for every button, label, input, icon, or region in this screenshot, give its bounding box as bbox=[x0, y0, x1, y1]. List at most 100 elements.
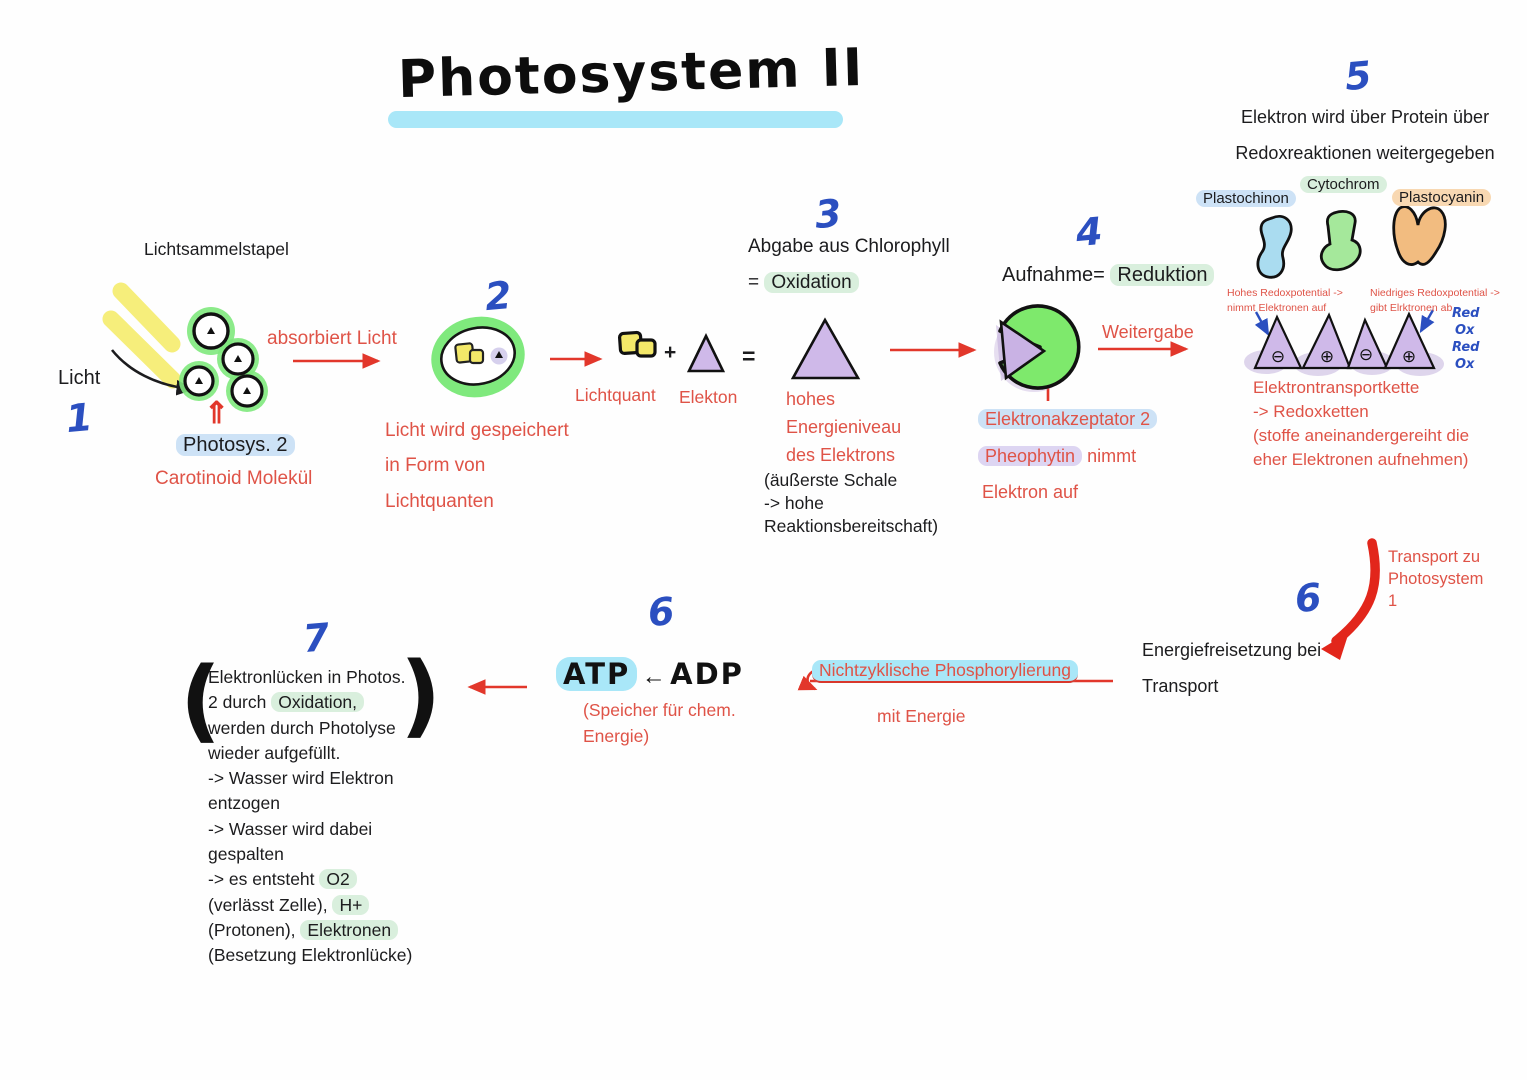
electron-triangle-icon bbox=[686, 333, 726, 373]
redox-label-2: Ox bbox=[1455, 323, 1475, 338]
kette-line1: Elektrontransportkette bbox=[1253, 378, 1420, 397]
elektronen-highlight: Elektronen bbox=[300, 919, 399, 940]
cytochrom-shape bbox=[1320, 210, 1362, 272]
stored-line3: Lichtquanten bbox=[385, 491, 494, 512]
aufnahme-label: Aufnahme= bbox=[1002, 264, 1105, 286]
step-number-3: 3 bbox=[813, 190, 844, 238]
photolyse-line: -> Wasser wird Elektron bbox=[208, 768, 394, 789]
page-title: Photosystem II bbox=[397, 37, 866, 111]
up-double-arrow-icon: ⇑ bbox=[204, 397, 230, 430]
o2-highlight: O2 bbox=[319, 869, 357, 890]
title-highlight bbox=[388, 111, 843, 128]
redox-annotation-arrows bbox=[1254, 309, 1435, 337]
light-quantum-icon bbox=[617, 330, 657, 358]
stored-line2: in Form von bbox=[385, 455, 486, 476]
redox-label-1: Red bbox=[1452, 306, 1480, 321]
plastochinon-shape bbox=[1256, 214, 1293, 279]
atp-adp-line: ATP ← ADP bbox=[556, 657, 744, 692]
aufnahme-line: Aufnahme= Reduktion bbox=[1002, 263, 1215, 287]
pheophytin-line: Pheophytin nimmt bbox=[978, 446, 1136, 468]
redox-symbol: ⊕ bbox=[1402, 347, 1416, 366]
redox-symbol: ⊖ bbox=[1271, 347, 1285, 366]
photosystem-ellipse bbox=[431, 316, 525, 398]
kette-line4: eher Elektronen aufnehmen) bbox=[1253, 450, 1469, 469]
photolyse-line: (Protonen), Elektronen bbox=[208, 919, 412, 945]
protein-line2: Redoxreaktionen weitergegeben bbox=[1235, 143, 1495, 163]
light-ray-icons bbox=[102, 282, 182, 389]
oxidation-highlight-2: Oxidation, bbox=[271, 692, 365, 713]
photolyse-line: gespalten bbox=[208, 844, 284, 865]
niedriges-redox-line2: gibt Elrktronen ab bbox=[1370, 302, 1453, 314]
elektron-auf-label: Elektron auf bbox=[982, 482, 1079, 502]
absorbiert-licht-label: absorbiert Licht bbox=[267, 328, 397, 349]
lichtquant-label: Lichtquant bbox=[575, 385, 656, 405]
oxidation-highlight: Oxidation bbox=[764, 272, 859, 293]
energiefreisetzung-line2: Transport bbox=[1142, 676, 1219, 696]
redox-symbol: ⊖ bbox=[1359, 345, 1373, 364]
step-number-6-mid: 6 bbox=[646, 588, 677, 636]
oxidation-eq: = bbox=[748, 272, 760, 293]
electron-acceptor-pacman bbox=[994, 304, 1081, 392]
photolyse-line: (verlässt Zelle), H+ bbox=[208, 894, 412, 920]
transport-zu-line1: Transport zu bbox=[1388, 548, 1481, 566]
niedriges-redox-line1: Niedriges Redoxpotential -> bbox=[1370, 287, 1500, 299]
oxidation-line: = Oxidation bbox=[748, 272, 859, 295]
red-flow-arrows bbox=[293, 341, 1189, 695]
step-number-5: 5 bbox=[1343, 52, 1374, 100]
atp-label: ATP bbox=[556, 657, 638, 691]
hohes-redox-line1: Hohes Redoxpotential -> bbox=[1227, 287, 1343, 299]
kette-line3: (stoffe aneinandergereiht die bbox=[1253, 426, 1470, 445]
transport-zu-line2: Photosystem bbox=[1388, 570, 1484, 588]
photolyse-line: werden durch Photolyse bbox=[208, 717, 396, 738]
reduktion-highlight: Reduktion bbox=[1110, 264, 1215, 286]
photolyse-line: -> es entsteht O2 bbox=[208, 869, 412, 894]
photolyse-line: Elektronlücken in Photos. bbox=[208, 667, 406, 687]
licht-label: Licht bbox=[58, 367, 101, 389]
adp-label: ADP bbox=[670, 657, 744, 691]
akzeptor-highlight: Elektronakzeptator 2 bbox=[978, 409, 1158, 429]
carotinoid-label: Carotinoid Molekül bbox=[155, 468, 313, 489]
stored-line1: Licht wird gespeichert bbox=[385, 420, 569, 441]
photolyse-line: entzogen bbox=[208, 793, 281, 814]
electron-transport-chain: ⊖ ⊕ ⊖ ⊕ bbox=[1244, 311, 1444, 376]
equals-sign: = bbox=[742, 343, 756, 369]
speicher-line2: Energie) bbox=[583, 726, 650, 746]
transport-zu-line3: 1 bbox=[1388, 592, 1398, 610]
atp-left-arrow-icon: ← bbox=[641, 663, 666, 690]
energiefreisetzung-line1: Energiefreisetzung bei bbox=[1142, 640, 1322, 660]
mit-energie-label: mit Energie bbox=[877, 706, 966, 726]
photolyse-line: wieder aufgefüllt. bbox=[208, 742, 341, 763]
redox-label-3: Red bbox=[1452, 340, 1480, 355]
shell-line2: -> hohe bbox=[764, 493, 824, 513]
energy-line1: hohes bbox=[786, 389, 836, 409]
paren-open: ( bbox=[180, 648, 222, 753]
antenna-cells bbox=[179, 307, 268, 412]
elekton-label: Elekton bbox=[679, 387, 738, 407]
chlorophyll-electron-triangle bbox=[790, 317, 861, 380]
kette-line2: -> Redoxketten bbox=[1253, 402, 1369, 421]
pheophytin-highlight: Pheophytin bbox=[978, 446, 1083, 466]
step-number-4: 4 bbox=[1074, 208, 1105, 256]
abgabe-label: Abgabe aus Chlorophyll bbox=[748, 236, 950, 257]
step-number-7: 7 bbox=[301, 614, 332, 662]
photolyse-line: (Besetzung Elektronlücke) bbox=[208, 945, 413, 966]
paren-close: ) bbox=[400, 643, 442, 748]
plastochinon-label: Plastochinon bbox=[1196, 190, 1296, 208]
photosys-label: Photosys. 2 bbox=[176, 433, 295, 457]
phosphorylierung-line: Nichtzyklische Phosphorylierung bbox=[812, 660, 1078, 683]
akzeptor-line: Elektronakzeptator 2 bbox=[978, 409, 1158, 431]
shell-line3: Reaktionsbereitschaft) bbox=[764, 516, 939, 536]
photolyse-block: Elektronlücken in Photos. 2 durch Oxidat… bbox=[208, 667, 412, 971]
photosys-highlight: Photosys. 2 bbox=[176, 434, 295, 456]
weitergabe-label: Weitergabe bbox=[1102, 322, 1194, 342]
energy-line3: des Elektrons bbox=[786, 445, 896, 465]
cytochrom-label: Cytochrom bbox=[1300, 176, 1387, 194]
plastocyanin-label: Plastocyanin bbox=[1392, 189, 1492, 207]
h-plus-highlight: H+ bbox=[332, 894, 370, 915]
photolyse-line: 2 durch Oxidation, bbox=[208, 692, 412, 717]
speicher-line1: (Speicher für chem. bbox=[583, 700, 736, 720]
shell-line1: (äußerste Schale bbox=[764, 470, 898, 490]
transport-arrow bbox=[1321, 538, 1380, 660]
